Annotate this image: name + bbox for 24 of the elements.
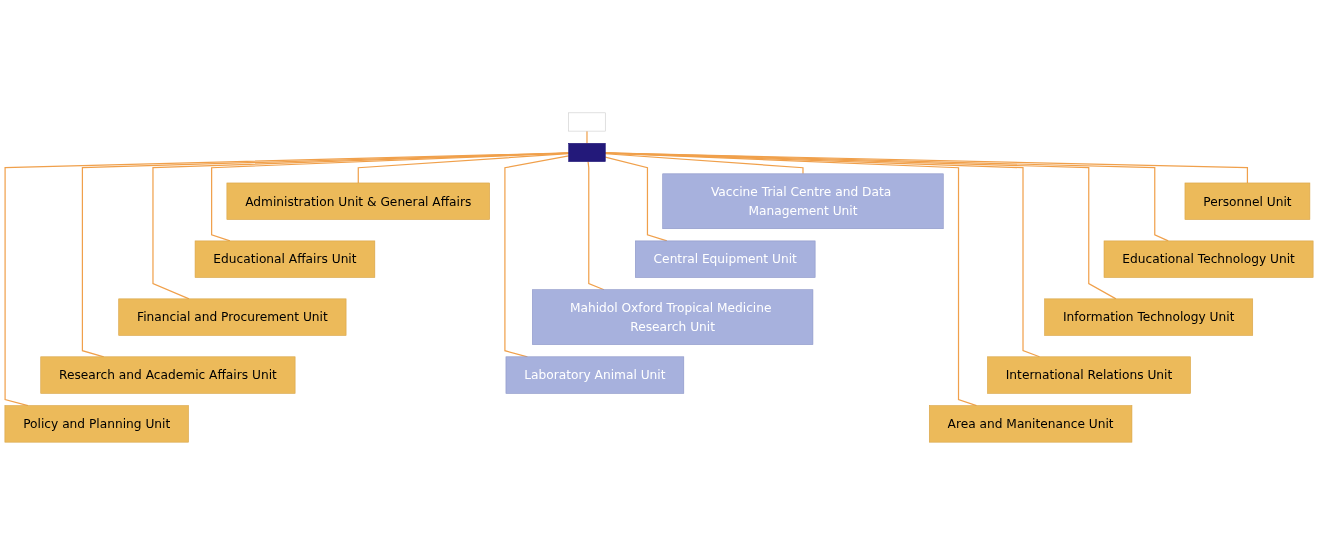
node-box: Personnel Unit	[1184, 182, 1311, 220]
node-box: International Relations Unit	[987, 356, 1191, 394]
node-box	[568, 112, 606, 132]
node-box: Financial and Procurement Unit	[118, 298, 347, 336]
connector	[604, 152, 1249, 184]
connector	[81, 152, 570, 358]
connector	[604, 152, 1117, 300]
connector	[504, 155, 570, 358]
connector	[4, 152, 570, 407]
node-box: Vaccine Trial Centre and Data Management Unit	[662, 173, 944, 229]
node-box: Mahidol Oxford Tropical Medicine Research Unit	[532, 289, 814, 345]
connector	[604, 152, 1169, 242]
node-box: Area and Manitenance Unit	[929, 405, 1133, 443]
connector	[586, 130, 588, 144]
connector	[604, 153, 804, 175]
node-box: Information Technology Unit	[1044, 298, 1254, 336]
node-bar	[568, 143, 606, 162]
node-box: Laboratory Animal Unit	[505, 356, 685, 394]
node-box: Educational Technology Unit	[1103, 240, 1314, 278]
node-box: Educational Affairs Unit	[194, 240, 376, 278]
node-box: Policy and Planning Unit	[4, 405, 189, 443]
node-box: Central Equipment Unit	[635, 240, 816, 278]
node-box: Research and Academic Affairs Unit	[40, 356, 296, 394]
node-box: Administration Unit & General Affairs	[226, 182, 490, 220]
